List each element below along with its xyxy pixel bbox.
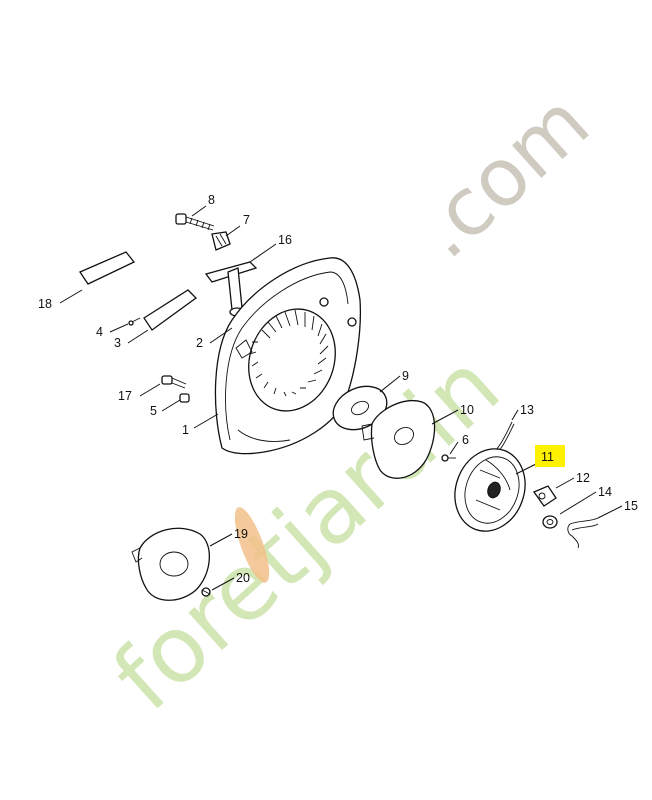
- leader-1: [193, 413, 219, 429]
- callout-4: 4: [96, 325, 103, 339]
- callout-7: 7: [243, 213, 250, 227]
- callout-6: 6: [462, 433, 469, 447]
- callout-9: 9: [402, 369, 409, 383]
- leader-3: [127, 329, 149, 344]
- callout-14: 14: [598, 485, 612, 499]
- leader-6: [449, 441, 459, 455]
- part-6-screw: [441, 454, 456, 462]
- leader-8: [191, 205, 207, 217]
- leader-15: [597, 505, 623, 519]
- callout-17: 17: [118, 389, 132, 403]
- leader-19: [209, 533, 233, 547]
- callout-15: 15: [624, 499, 638, 513]
- leader-9: [379, 375, 401, 393]
- leader-5: [161, 399, 181, 412]
- leader-4: [109, 323, 129, 333]
- part-4-pin: [128, 317, 141, 326]
- part-17-bolt: [161, 375, 187, 389]
- leader-17: [139, 383, 161, 397]
- watermark-orange-accent: [234, 507, 270, 583]
- leader-18: [59, 289, 83, 304]
- callout-1: 1: [182, 423, 189, 437]
- callout-16: 16: [278, 233, 292, 247]
- part-18-plate: [79, 251, 136, 285]
- callout-18: 18: [38, 297, 52, 311]
- part-14-washer: [542, 515, 558, 529]
- callout-3: 3: [114, 336, 121, 350]
- leader-16: [249, 243, 277, 263]
- part-11-spring-housing: [454, 448, 526, 532]
- callout-11-highlight: [535, 445, 565, 467]
- part-9-washer: [332, 385, 388, 431]
- callout-13: 13: [520, 403, 534, 417]
- leader-2: [209, 327, 233, 344]
- part-7-nipple: [211, 231, 231, 251]
- callout-11: 11: [541, 450, 554, 464]
- callout-8: 8: [208, 193, 215, 207]
- part-19-pawl-carrier: [131, 527, 211, 601]
- part-8-screw: [175, 213, 215, 231]
- part-3-plate: [143, 289, 197, 331]
- leader-13: [511, 409, 519, 421]
- part-15-spring-clip: [567, 517, 599, 549]
- callout-12: 12: [576, 471, 590, 485]
- callout-19: 19: [234, 527, 248, 541]
- part-10-rope-rotor: [361, 399, 436, 479]
- leader-20: [211, 577, 235, 591]
- callout-5: 5: [150, 404, 157, 418]
- part-12-pawl: [533, 485, 557, 507]
- part-1-fan-housing: [214, 257, 362, 455]
- leader-14: [559, 491, 597, 515]
- part-20-screw: [201, 587, 211, 597]
- leader-10: [431, 409, 459, 425]
- callout-10: 10: [460, 403, 474, 417]
- watermark-brand-right: .com: [398, 76, 606, 276]
- callout-labels: 8 7 16 18 4 3 2 17 5 1 9 10 6 13 11 12 1…: [38, 193, 638, 585]
- callout-2: 2: [196, 336, 203, 350]
- leader-7: [225, 225, 241, 237]
- callout-20: 20: [236, 571, 250, 585]
- leader-12: [555, 477, 575, 489]
- part-5-bolt: [179, 393, 190, 403]
